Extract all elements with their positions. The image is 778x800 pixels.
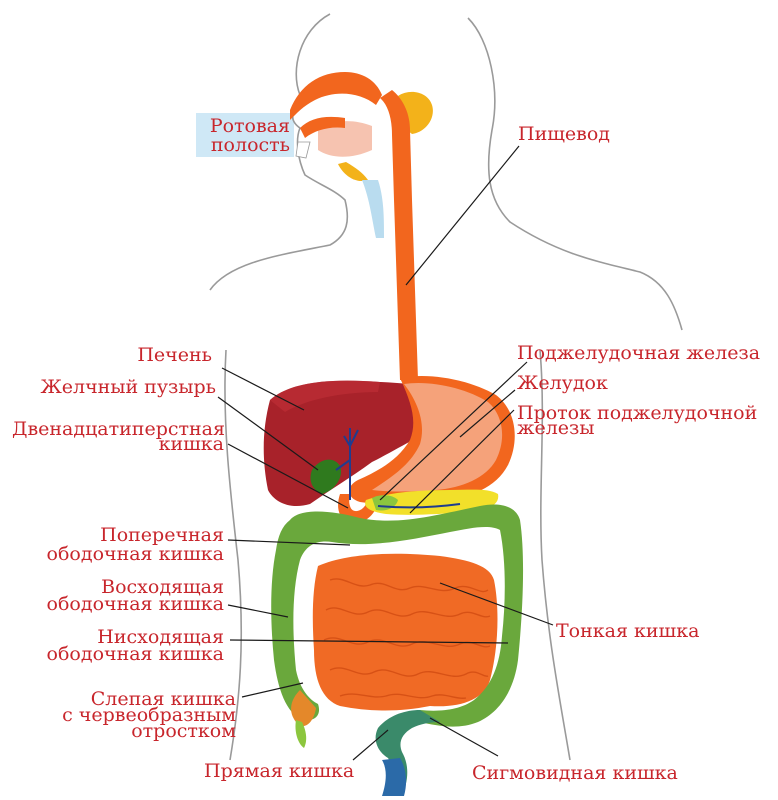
label-rectum: Прямая кишка <box>204 762 354 781</box>
label-descending-colon-line-2: ободочная кишка <box>26 645 224 664</box>
label-ascending-colon: Восходящая ободочная кишка <box>26 578 224 614</box>
small-intestine-shape <box>313 554 498 711</box>
label-pancreatic-duct: Проток поджелудочной железы <box>517 404 757 438</box>
label-stomach: Желудок <box>517 374 608 393</box>
label-mouth-line-2: полость <box>196 136 290 155</box>
label-transverse-colon-line-2: ободочная кишка <box>26 545 224 564</box>
label-mouth: Ротовая полость <box>196 117 290 155</box>
label-gallbladder: Желчный пузырь <box>20 378 216 397</box>
rectum-shape <box>382 758 406 796</box>
label-ascending-colon-line-2: ободочная кишка <box>26 595 224 614</box>
label-esophagus: Пищевод <box>518 125 610 144</box>
label-duodenum: Двенадцатиперстная кишка <box>12 420 224 454</box>
label-pancreas: Поджелудочная железа <box>517 344 760 363</box>
label-descending-colon: Нисходящая ободочная кишка <box>26 628 224 664</box>
label-transverse-colon: Поперечная ободочная кишка <box>26 526 224 564</box>
label-liver: Печень <box>112 346 212 365</box>
label-small-intestine: Тонкая кишка <box>556 622 699 641</box>
label-sigmoid-colon: Сигмовидная кишка <box>472 764 678 783</box>
label-cecum: Слепая кишка с червеобразным отростком <box>40 690 236 741</box>
